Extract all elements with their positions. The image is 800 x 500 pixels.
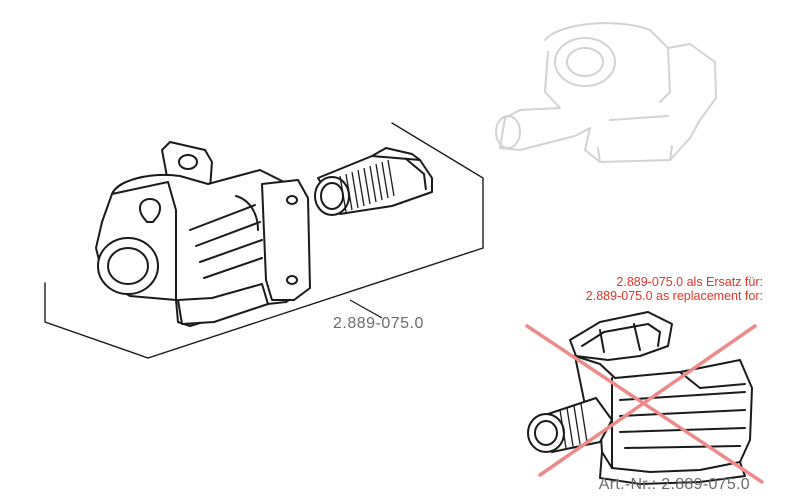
main-part-number: 2.889-075.0 [333,315,424,332]
replacement-note-de: 2.889-075.0 als Ersatz für: [616,275,763,289]
faded-ghost-part [495,22,717,163]
cross-out-mark [525,324,764,484]
replaced-old-part [527,311,753,485]
old-part-article-number: Art.-Nr.: 2.889-075.0 [598,476,750,493]
threaded-nipple-part [314,147,433,216]
assembly-bracket [44,122,484,359]
leader-line [349,299,383,319]
housing-part [95,141,311,327]
replacement-note-en: 2.889-075.0 as replacement for: [585,289,763,303]
